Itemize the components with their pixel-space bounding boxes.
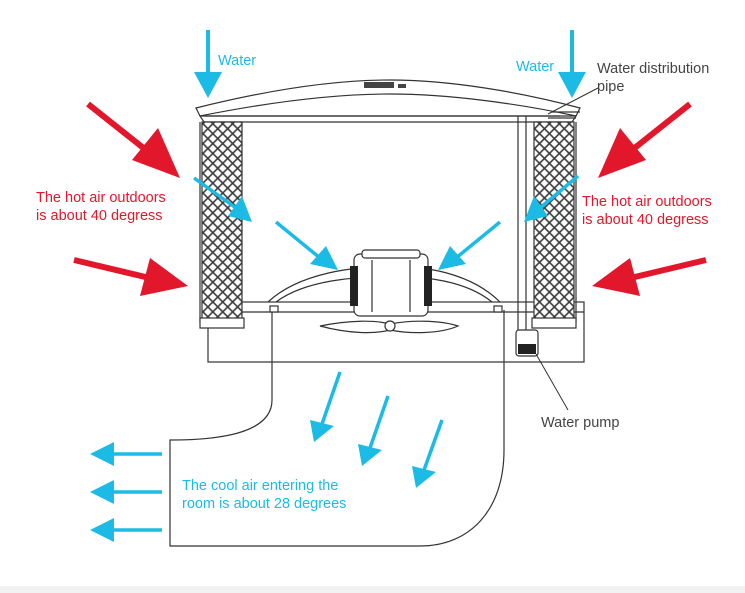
bottom-strip: [0, 586, 745, 593]
water-label-left: Water: [218, 53, 257, 69]
distribution-pipe-label: Water distribution pipe: [597, 60, 709, 96]
hot-air-arrow-lower-right: [592, 257, 707, 296]
water-arrow-left: [194, 30, 222, 98]
cooling-pad-left: [201, 121, 243, 323]
hot-air-arrow-upper-left: [86, 101, 180, 178]
air-duct: [169, 310, 505, 547]
cooler-body: [169, 79, 585, 547]
hot-air-arrows: [73, 101, 707, 296]
distribution-pipe-label-line2: pipe: [597, 79, 625, 95]
cool-air-room-arrows: [90, 442, 162, 542]
distribution-pipe-label-line1: Water distribution: [597, 61, 710, 77]
cool-air-label-line1: The cool air entering the: [182, 478, 339, 494]
pipe-leader-line: [547, 87, 599, 115]
inner-air-arrows: [192, 174, 580, 270]
hot-air-arrow-upper-right: [598, 101, 692, 178]
pump-leader-line: [535, 353, 569, 411]
cool-air-label: The cool air entering the room is about …: [182, 477, 346, 513]
inner-arrow-pad-left: [192, 176, 252, 222]
hot-air-label-left: The hot air outdoors is about 40 degress: [36, 189, 166, 225]
inner-arrow-pad-right: [524, 174, 580, 222]
inner-arrow-fan-left: [274, 220, 338, 270]
hot-air-label-left-line1: The hot air outdoors: [36, 190, 166, 206]
lid-display: [364, 82, 394, 88]
hot-air-label-right-line2: is about 40 degress: [582, 212, 709, 228]
cool-air-down-arrows: [310, 371, 444, 488]
cool-air-label-line2: room is about 28 degrees: [182, 496, 347, 512]
water-inlet-arrows: [194, 30, 586, 98]
distribution-pipe: [206, 115, 560, 330]
hot-air-arrow-lower-left: [73, 257, 188, 296]
water-arrow-right: [558, 30, 586, 98]
hot-air-label-left-line2: is about 40 degress: [36, 208, 163, 224]
hot-air-label-right-line1: The hot air outdoors: [582, 194, 712, 210]
water-label-right: Water: [516, 59, 555, 75]
hot-air-label-right: The hot air outdoors is about 40 degress: [582, 193, 712, 229]
water-pump-label: Water pump: [541, 415, 620, 431]
inner-arrow-fan-right: [438, 220, 502, 270]
cooling-pad-right: [533, 121, 575, 323]
fan-motor: [353, 253, 429, 317]
